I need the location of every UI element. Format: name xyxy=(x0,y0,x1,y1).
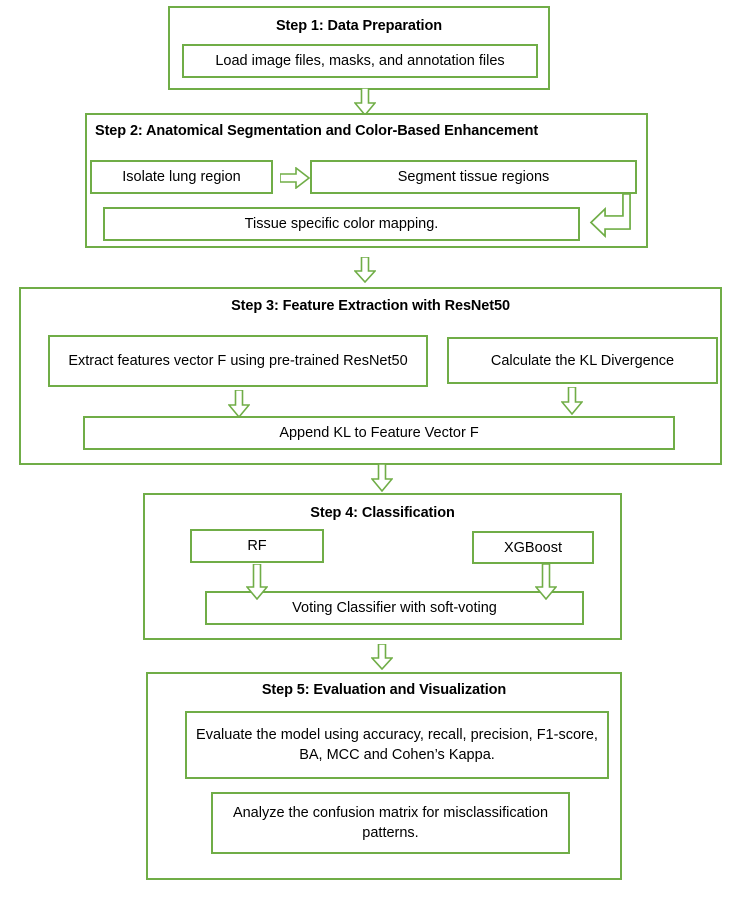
arrow-isolate-to-segment xyxy=(280,167,310,189)
node-extract-features: Extract features vector F using pre-trai… xyxy=(48,335,428,387)
node-xgboost: XGBoost xyxy=(472,531,594,564)
node-voting-classifier: Voting Classifier with soft-voting xyxy=(205,591,584,625)
arrow-rf-to-voting xyxy=(246,564,268,600)
arrow-step1-to-step2 xyxy=(354,88,376,116)
node-append-kl: Append KL to Feature Vector F xyxy=(83,416,675,450)
node-rf: RF xyxy=(190,529,324,563)
node-rf-label: RF xyxy=(247,538,267,554)
node-xgboost-label: XGBoost xyxy=(503,539,563,556)
node-calculate-kl: Calculate the KL Divergence xyxy=(447,337,718,384)
node-append-kl-label: Append KL to Feature Vector F xyxy=(279,425,479,441)
node-isolate-lung: Isolate lung region xyxy=(90,160,273,194)
node-evaluate-model: Evaluate the model using accuracy, recal… xyxy=(185,711,609,779)
arrow-step3-to-step4 xyxy=(371,464,393,492)
step-2-title: Step 2: Anatomical Segmentation and Colo… xyxy=(95,123,539,139)
node-confusion-matrix-label: Analyze the confusion matrix for misclas… xyxy=(232,805,549,841)
arrow-xgboost-to-voting xyxy=(535,564,557,600)
node-load-files-label: Load image files, masks, and annotation … xyxy=(215,53,505,69)
node-color-mapping: Tissue specific color mapping. xyxy=(103,207,580,241)
node-segment-tissue-label: Segment tissue regions xyxy=(397,169,550,185)
arrow-extract-to-append xyxy=(228,390,250,418)
node-extract-features-label: Extract features vector F using pre-trai… xyxy=(68,353,408,369)
arrow-step2-to-step3 xyxy=(354,257,376,283)
node-voting-classifier-label: Voting Classifier with soft-voting xyxy=(292,600,497,616)
arrow-calculate-kl-to-append xyxy=(561,387,583,415)
arrow-segment-return-to-color-mapping xyxy=(589,192,635,240)
node-segment-tissue: Segment tissue regions xyxy=(310,160,637,194)
node-load-files: Load image files, masks, and annotation … xyxy=(182,44,538,78)
node-calculate-kl-label: Calculate the KL Divergence xyxy=(490,352,675,369)
node-evaluate-model-label: Evaluate the model using accuracy, recal… xyxy=(196,727,598,763)
node-isolate-lung-label: Isolate lung region xyxy=(122,169,241,185)
step-3-title: Step 3: Feature Extraction with ResNet50 xyxy=(231,298,510,314)
step-1-title: Step 1: Data Preparation xyxy=(275,18,442,34)
node-confusion-matrix: Analyze the confusion matrix for misclas… xyxy=(211,792,570,854)
step-4-title: Step 4: Classification xyxy=(310,505,455,521)
node-color-mapping-label: Tissue specific color mapping. xyxy=(244,216,439,232)
step-5-title: Step 5: Evaluation and Visualization xyxy=(261,682,507,698)
arrow-step4-to-step5 xyxy=(371,644,393,670)
